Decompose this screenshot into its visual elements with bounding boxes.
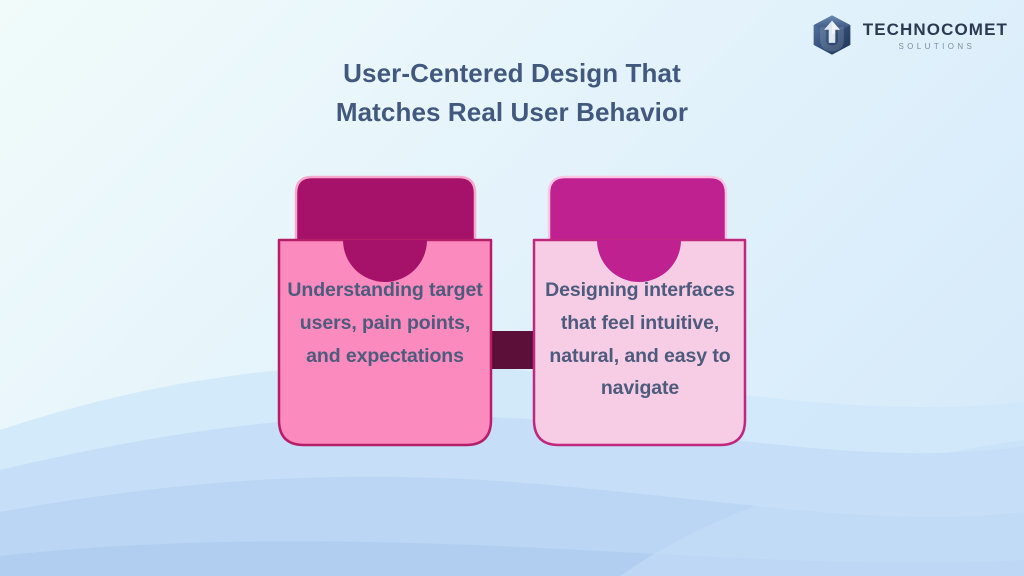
page-title-line-1: User-Centered Design That xyxy=(343,58,681,88)
card-right xyxy=(532,175,747,447)
card-left-pocket xyxy=(277,238,493,447)
card-left xyxy=(277,175,493,447)
card-left-text: Understanding target users, pain points,… xyxy=(287,279,483,367)
card-right-text: Designing interfaces that feel intuitive… xyxy=(545,279,735,400)
card-left-notch xyxy=(343,240,427,282)
page-title-line-2: Matches Real User Behavior xyxy=(335,97,689,127)
logo-company-name: TECHNOCOMET xyxy=(862,20,1008,39)
hexagon-arrow-up-icon xyxy=(813,15,851,55)
logo-wordmark: TECHNOCOMET SOLUTIONS xyxy=(863,19,1008,51)
page-title: User-Centered Design That Matches Real U… xyxy=(0,54,1024,132)
card-connector-bar xyxy=(487,331,537,369)
card-right-notch xyxy=(597,240,681,282)
brand-logo: TECHNOCOMET SOLUTIONS xyxy=(811,14,1008,56)
card-right-pocket xyxy=(532,238,747,447)
logo-tagline: SOLUTIONS xyxy=(898,42,976,51)
